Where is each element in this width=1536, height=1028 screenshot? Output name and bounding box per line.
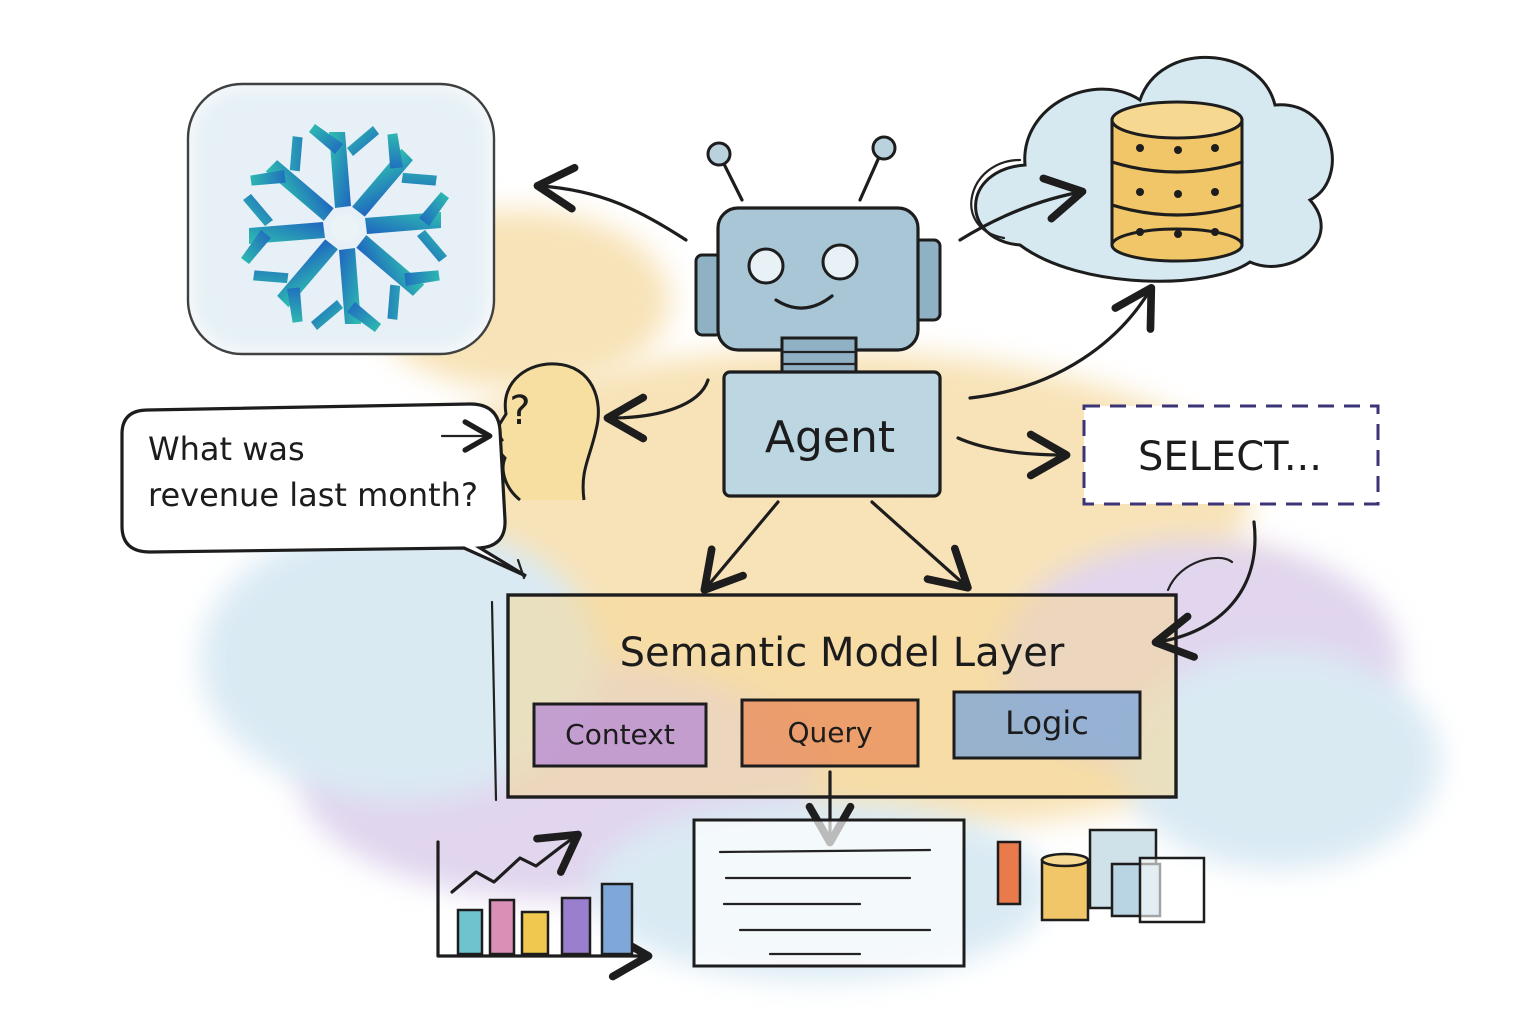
snowflake-logo-tile xyxy=(186,82,496,356)
arrow-agent-to-logo xyxy=(533,163,688,242)
module-query-label: Query xyxy=(787,716,872,749)
semantic-model-layer: Semantic Model Layer Context Query Logic xyxy=(490,593,1178,802)
semantic-layer-title: Semantic Model Layer xyxy=(620,630,1065,676)
sql-label: SELECT... xyxy=(1138,434,1322,480)
robot-agent: Agent xyxy=(694,135,942,498)
bar-line-chart-icon xyxy=(436,830,653,981)
question-bubble: What was revenue last month? xyxy=(120,402,527,578)
arrow-agent-to-head xyxy=(603,378,710,443)
module-logic-label: Logic xyxy=(1005,704,1089,742)
arrow-agent-to-sql xyxy=(956,430,1071,480)
snowflake-logo-icon xyxy=(241,124,449,332)
arrow-agent-to-cloud xyxy=(958,174,1087,242)
data-tables-icon xyxy=(996,828,1206,924)
question-line-1: What was xyxy=(148,430,305,468)
arrow-agent-to-database xyxy=(968,283,1156,400)
module-context: Context xyxy=(532,702,708,768)
human-head-icon: ? xyxy=(491,362,600,502)
flow-arrows xyxy=(516,163,1257,847)
module-logic: Logic xyxy=(952,690,1142,760)
question-mark: ? xyxy=(509,388,530,434)
arrow-agent-to-layer-left xyxy=(700,500,780,594)
sql-query-box: SELECT... xyxy=(1082,404,1380,506)
database-icon xyxy=(1110,100,1244,263)
arrow-bubble-to-layer xyxy=(516,558,526,580)
arrow-sql-to-layer xyxy=(1151,520,1257,661)
question-line-2: revenue last month? xyxy=(148,476,478,514)
module-context-label: Context xyxy=(565,718,675,751)
module-query: Query xyxy=(740,698,920,768)
agent-label: Agent xyxy=(765,412,895,463)
arrow-agent-to-layer-right xyxy=(870,500,972,592)
report-document-icon xyxy=(692,818,966,968)
